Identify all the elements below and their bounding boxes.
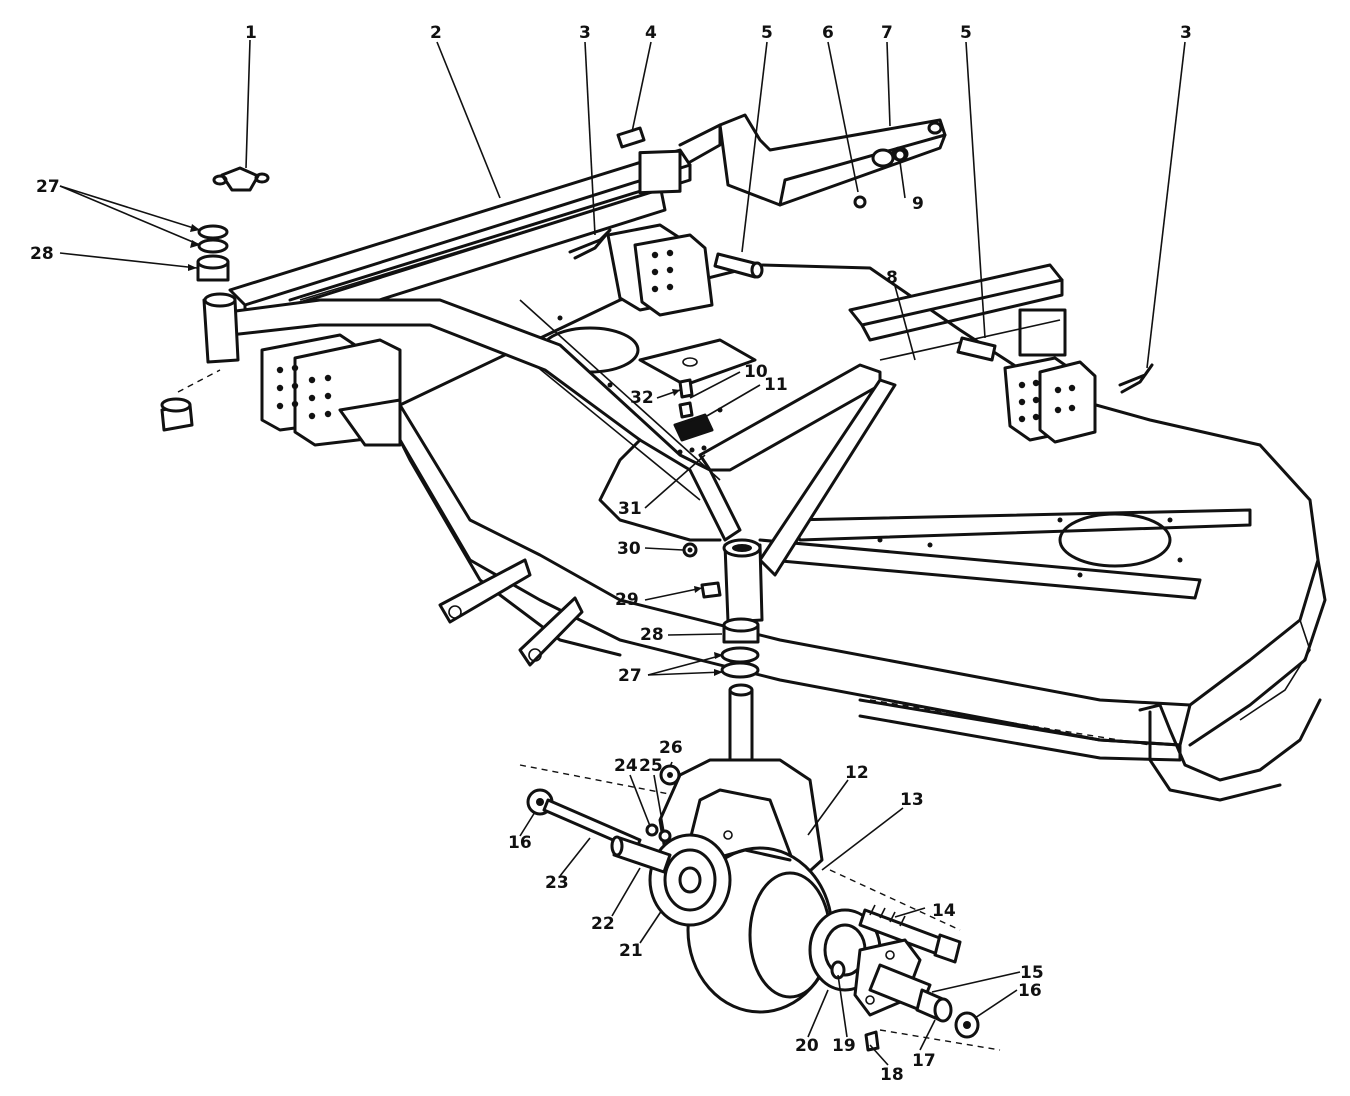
callout-9: 9 bbox=[912, 194, 924, 214]
callout-14: 14 bbox=[932, 901, 956, 921]
bolt-10 bbox=[678, 401, 694, 419]
callout-24: 24 bbox=[614, 756, 638, 776]
callout-3-right: 3 bbox=[1180, 23, 1192, 43]
pad-11 bbox=[673, 413, 714, 442]
callout-20: 20 bbox=[795, 1036, 819, 1056]
callout-5-left: 5 bbox=[761, 23, 773, 43]
lift-arm-bushing bbox=[871, 148, 895, 168]
washer-lower-left bbox=[197, 238, 229, 254]
callout-27-center: 27 bbox=[618, 666, 642, 686]
callout-31: 31 bbox=[618, 499, 642, 519]
callout-8: 8 bbox=[886, 268, 898, 288]
callout-32: 32 bbox=[630, 388, 654, 408]
callout-15: 15 bbox=[1020, 963, 1044, 983]
pin-right bbox=[956, 336, 997, 362]
callout-16-right: 16 bbox=[1018, 981, 1042, 1001]
callout-2: 2 bbox=[430, 23, 442, 43]
grease-fitting-29 bbox=[700, 581, 722, 599]
hair-pin-right bbox=[1118, 363, 1154, 394]
callout-30: 30 bbox=[617, 539, 641, 559]
callout-22: 22 bbox=[591, 914, 615, 934]
callout-11: 11 bbox=[764, 375, 788, 395]
callout-28-center: 28 bbox=[640, 625, 664, 645]
bolt-4 bbox=[616, 126, 646, 149]
callout-26: 26 bbox=[659, 738, 683, 758]
nut-24 bbox=[645, 823, 659, 837]
grease-fitting-32 bbox=[678, 378, 694, 399]
callout-21: 21 bbox=[619, 941, 643, 961]
callout-18: 18 bbox=[880, 1065, 904, 1085]
washer-upper-center bbox=[720, 646, 760, 664]
bracket-plate-right-front bbox=[1038, 360, 1097, 444]
hair-pin-left bbox=[568, 228, 612, 260]
callout-23: 23 bbox=[545, 873, 569, 893]
callout-1: 1 bbox=[245, 23, 257, 43]
callout-3-left: 3 bbox=[579, 23, 591, 43]
callout-12: 12 bbox=[845, 763, 869, 783]
callout-19: 19 bbox=[832, 1036, 856, 1056]
callout-7: 7 bbox=[881, 23, 893, 43]
grease-fitting-18 bbox=[864, 1030, 880, 1052]
hitch-frame bbox=[228, 148, 1097, 667]
callout-4: 4 bbox=[645, 23, 657, 43]
callout-13: 13 bbox=[900, 790, 924, 810]
caster-wheel-assembly bbox=[526, 683, 1001, 1052]
callout-labels: 1 2 3 4 5 6 7 5 3 9 27 28 8 10 11 32 31 … bbox=[30, 23, 1192, 1085]
washer-25 bbox=[658, 829, 672, 843]
callout-29: 29 bbox=[615, 590, 639, 610]
front-yoke-tube bbox=[160, 292, 897, 624]
leader-lines bbox=[59, 39, 1186, 1066]
washer-upper-left bbox=[197, 224, 229, 240]
callout-5-right: 5 bbox=[960, 23, 972, 43]
lift-arm bbox=[678, 113, 947, 207]
bushing-9 bbox=[893, 148, 907, 162]
bracket-plate-center-front bbox=[633, 233, 714, 317]
callout-6: 6 bbox=[822, 23, 834, 43]
washer-lower-center bbox=[720, 661, 760, 679]
callout-28-top: 28 bbox=[30, 244, 54, 264]
callout-10: 10 bbox=[744, 362, 768, 382]
wing-nut bbox=[220, 166, 260, 192]
callout-17: 17 bbox=[912, 1051, 936, 1071]
callout-25: 25 bbox=[639, 756, 663, 776]
nut-6 bbox=[853, 195, 867, 209]
caster-pivot-tube-left bbox=[202, 298, 240, 364]
callout-16-left: 16 bbox=[508, 833, 532, 853]
plate-holes bbox=[276, 249, 1076, 423]
mower-deck bbox=[363, 263, 1327, 802]
callout-27-top: 27 bbox=[36, 177, 60, 197]
